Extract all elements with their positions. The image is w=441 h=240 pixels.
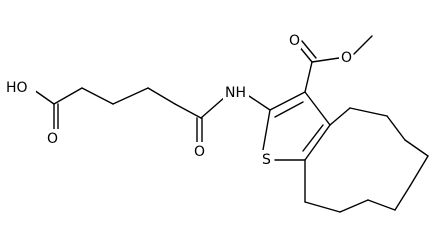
amine-label: NH	[225, 85, 246, 101]
acid-carbonyl-oxygen-label: O	[47, 131, 58, 147]
bond-n-thiophene-c2	[248, 95, 271, 111]
bond-c3-c4	[112, 87, 149, 105]
bond-c3-ester-c	[304, 61, 313, 93]
bond-ring-5	[409, 155, 429, 187]
ester-carbonyl-oxygen-label: O	[289, 33, 300, 49]
bond-ring-4	[404, 139, 429, 157]
hydroxyl-label-bg	[4, 78, 36, 96]
bond-c1-c2	[53, 87, 83, 105]
bond-ring-1	[329, 107, 351, 126]
amide-oxygen-label-bg	[192, 142, 206, 160]
bond-amide-c-n	[200, 96, 226, 119]
bond-ring-9	[304, 201, 341, 213]
hydroxyl-label: HO	[6, 80, 28, 96]
amide-carbonyl-oxygen-label: O	[194, 144, 205, 160]
structure-diagram: HO O O NH O O S	[4, 31, 429, 213]
bond-ring-2	[349, 107, 388, 117]
bond-ring-8	[339, 199, 369, 213]
bond-ester-c-o-single	[311, 57, 340, 63]
bond-c2-c3	[81, 87, 114, 105]
acid-oxygen-label-bg	[45, 129, 59, 147]
bond-set	[33, 35, 429, 213]
thiophene-sulfur-label: S	[262, 152, 271, 168]
sulfur-label-bg	[260, 150, 274, 168]
ester-ether-oxygen-label-bg	[339, 48, 353, 66]
bond-c4-c5	[147, 87, 176, 105]
bond-thio-s-c2	[262, 109, 271, 151]
bond-ester-c-o-double-b	[301, 40, 317, 59]
atom-label-set: HO O O NH O O S	[4, 31, 353, 168]
bond-thio-c3-c3a	[304, 91, 331, 126]
ester-ether-oxygen-label: O	[341, 50, 352, 66]
ester-carbonyl-oxygen-label-bg	[287, 31, 301, 49]
bond-thio-c3a-c7a	[304, 124, 331, 161]
bond-thio-c2-c3-inner	[274, 101, 304, 118]
bond-ester-o-methyl	[353, 35, 373, 55]
bond-ring-3	[386, 115, 406, 141]
bond-ring-7	[367, 199, 396, 211]
bond-hydroxyl-c1	[33, 89, 55, 105]
bond-thio-c2-c3	[269, 91, 306, 111]
amine-label-bg	[223, 83, 249, 101]
bond-ring-6	[394, 185, 411, 211]
bond-thio-c3a-c7a-inner	[302, 124, 324, 152]
bond-c5-amide-c	[174, 103, 202, 119]
